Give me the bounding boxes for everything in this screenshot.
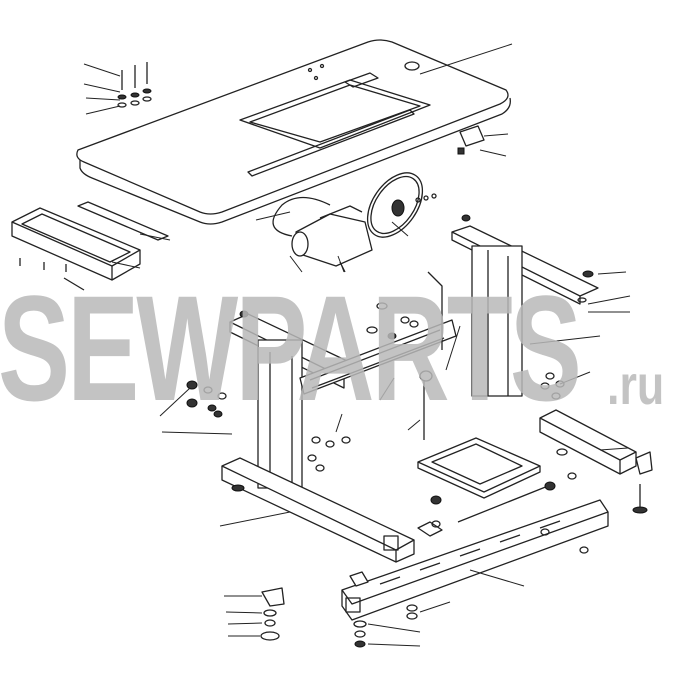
screws-group-top-left (117, 62, 152, 108)
crossbars (299, 319, 609, 621)
table-top (76, 39, 511, 225)
watermark-sewparts: SEWPARTS (0, 264, 582, 432)
right-leg (451, 225, 653, 514)
knee-lifter-rod (419, 271, 443, 440)
power-switch (457, 125, 485, 155)
hardware-bolts-washers (186, 214, 594, 648)
watermark-ru: .ru (607, 353, 665, 416)
leader-lines (83, 43, 631, 647)
drawer (11, 201, 169, 291)
motor-assembly (272, 172, 437, 273)
pedal (417, 437, 556, 537)
